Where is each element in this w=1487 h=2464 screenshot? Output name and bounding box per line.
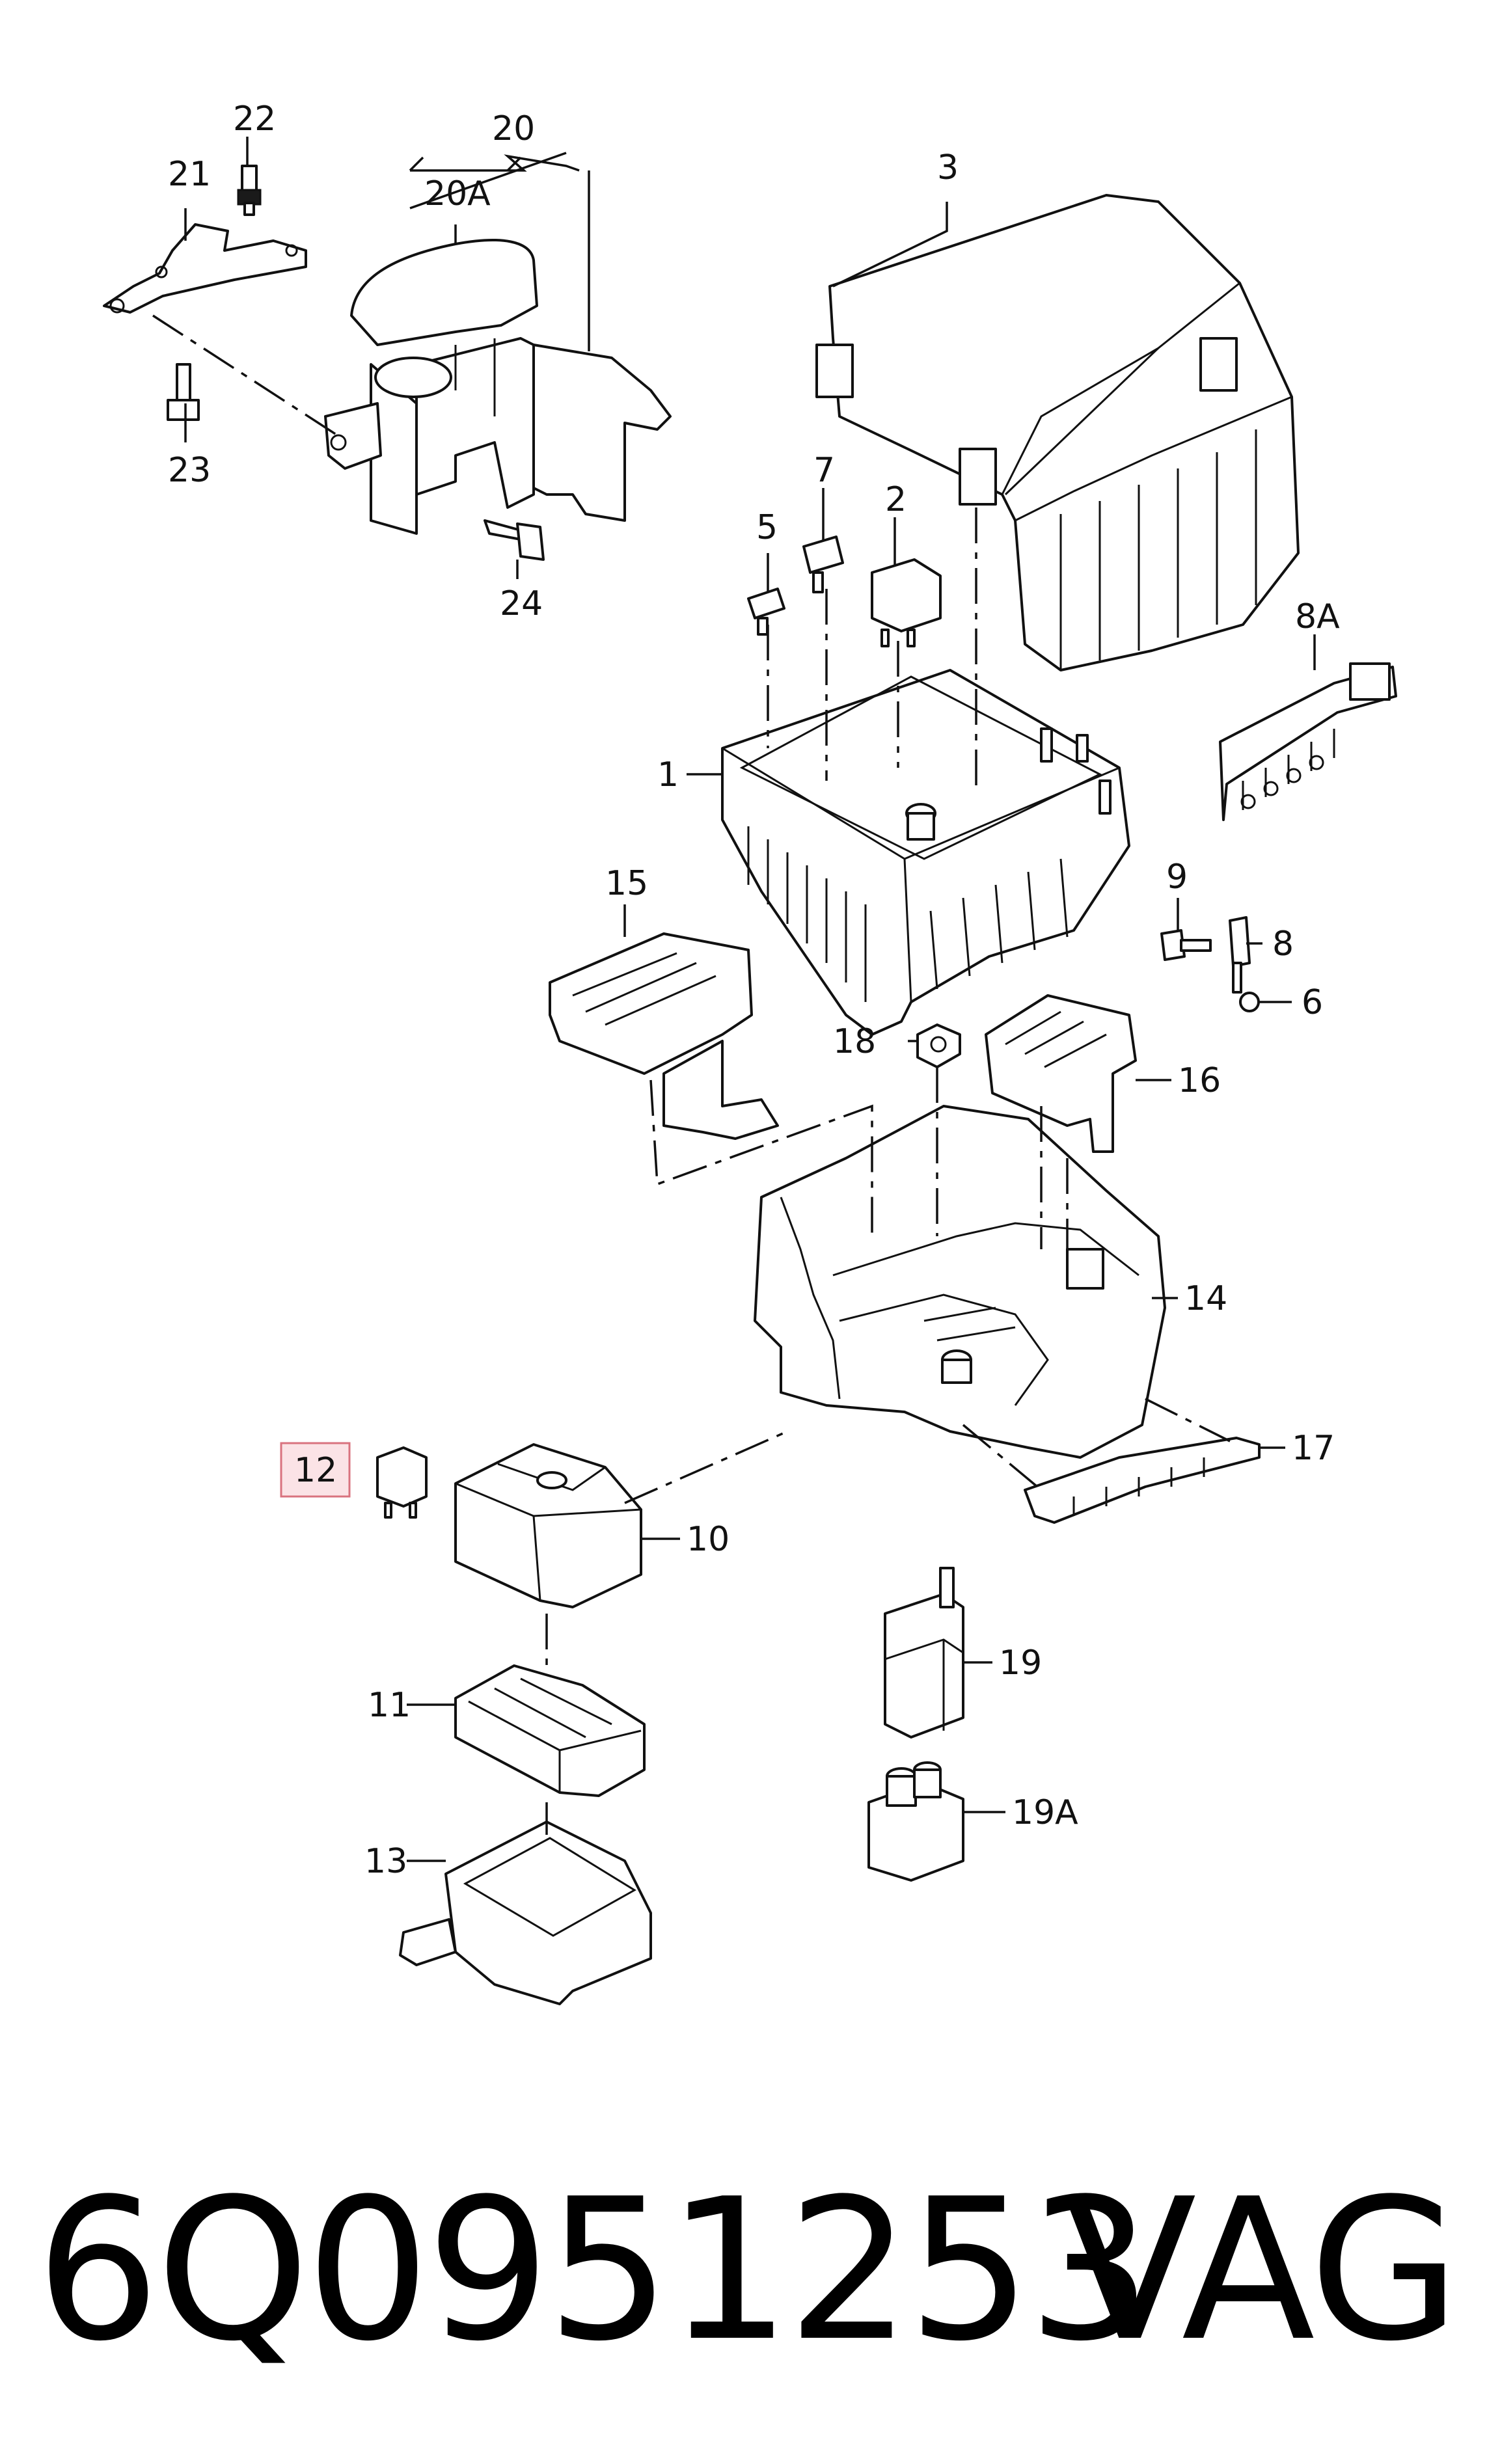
part-19a-relay — [867, 1761, 964, 1882]
callout-5: 5 — [756, 508, 778, 547]
part-8a-fuse-strip — [1219, 662, 1397, 821]
part-18-nut — [916, 1023, 961, 1068]
part-23-bolt — [167, 363, 200, 421]
part-14-carrier — [754, 1105, 1166, 1459]
part-13-lower-housing — [399, 1821, 652, 2005]
brand-label: VAG — [1063, 2157, 1460, 2384]
callout-19: 19 — [999, 1644, 1042, 1683]
part-5-fuse — [747, 588, 785, 636]
callout-19a: 19A — [1012, 1793, 1078, 1832]
callout-10: 10 — [687, 1520, 730, 1559]
callout-20a: 20A — [424, 174, 491, 213]
callout-15: 15 — [605, 864, 648, 903]
callout-16: 16 — [1178, 1061, 1221, 1100]
callout-8a: 8A — [1295, 597, 1340, 636]
callout-8: 8 — [1272, 925, 1294, 964]
callout-20: 20 — [492, 109, 535, 148]
part-6-nut — [1239, 992, 1260, 1012]
leader-lines — [184, 137, 1316, 1862]
callout-6: 6 — [1302, 983, 1323, 1022]
part-9-bolt — [1160, 929, 1212, 961]
part-7-fuse — [802, 535, 844, 593]
callout-1: 1 — [657, 755, 679, 794]
callout-22: 22 — [233, 100, 276, 139]
part-22-stud — [237, 165, 262, 216]
callout-24: 24 — [500, 584, 543, 623]
part-20-terminal-holder — [324, 238, 672, 535]
callout-14: 14 — [1184, 1279, 1227, 1318]
part-10-relay-carrier — [454, 1443, 642, 1608]
part-2-relay — [871, 558, 942, 647]
callout-9: 9 — [1166, 858, 1188, 897]
callout-13: 13 — [364, 1842, 407, 1881]
callout-12: 12 — [294, 1451, 337, 1490]
part-number-label: 6Q0951253 — [36, 2157, 1152, 2384]
callout-12-highlight — [280, 1442, 351, 1498]
part-1-fusebox — [721, 669, 1130, 1036]
part-12-relay — [376, 1446, 428, 1519]
part-15-cover — [549, 932, 779, 1140]
part-17-strip — [1024, 1437, 1261, 1524]
part-8-clip — [1229, 916, 1251, 994]
part-21-bracket — [103, 223, 307, 314]
callout-7: 7 — [813, 451, 835, 490]
callout-18: 18 — [833, 1022, 876, 1061]
callout-21: 21 — [168, 155, 211, 194]
callout-3: 3 — [937, 148, 959, 187]
part-19-relay — [884, 1567, 964, 1739]
part-11-relay-base — [454, 1664, 646, 1797]
part-3-cover — [815, 194, 1300, 671]
callout-17: 17 — [1292, 1429, 1335, 1468]
callout-23: 23 — [168, 451, 211, 490]
callout-11: 11 — [368, 1686, 411, 1725]
callouts: 22 21 20 20A 23 24 3 5 7 2 8A 1 9 8 6 15… — [168, 100, 1340, 1881]
callout-2: 2 — [885, 480, 907, 519]
part-24-bolt — [484, 519, 545, 561]
assembly-lines — [152, 314, 1231, 1835]
